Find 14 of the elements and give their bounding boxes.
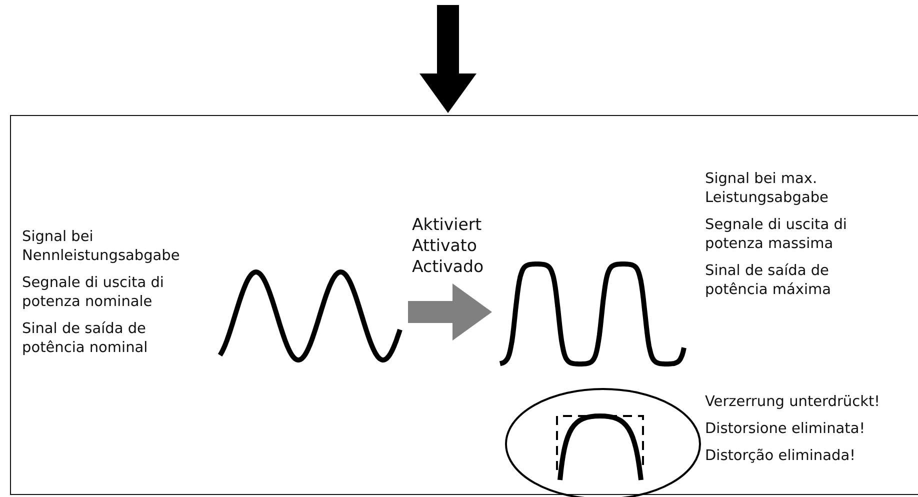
signal-caption: Distorção eliminada! <box>705 447 856 466</box>
arrow <box>408 283 492 341</box>
signal-caption: Segnale di uscita di potenza nominale <box>22 274 165 312</box>
signal-caption: Segnale di uscita di potenza massima <box>705 216 848 254</box>
signal-caption: Sinal de saída de potência máxima <box>705 262 832 300</box>
arrow <box>419 5 477 113</box>
magnified-detail-drawing <box>505 388 701 497</box>
signal-caption: Verzerrung unterdrückt! <box>705 393 881 412</box>
edge-label: Aktiviert Attivato Activado <box>412 214 485 277</box>
signal-caption: Sinal de saída de potência nominal <box>22 320 149 358</box>
panel-frame <box>10 115 918 495</box>
signal-caption: Signal bei max. Leistungsabgabe <box>705 170 830 208</box>
signal-caption: Distorsione eliminata! <box>705 420 866 439</box>
signal-caption: Signal bei Nennleistungsabgabe <box>22 228 181 266</box>
